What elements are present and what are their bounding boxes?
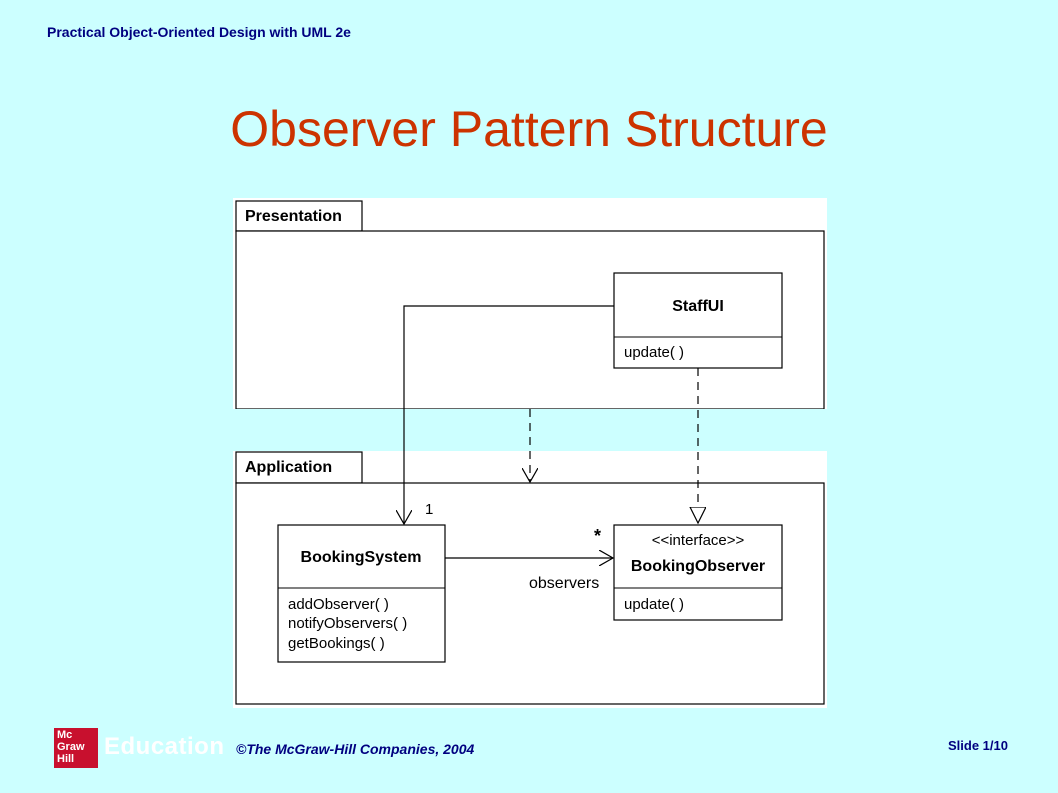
class-operation: update( ) [624,596,684,613]
class-stereotype: <<interface>> [652,532,745,549]
mcgraw-hill-logo: Mc Graw Hill [54,728,98,768]
class-box [613,272,783,369]
role-label: observers [529,575,599,592]
slide-number: Slide 1/10 [948,738,1008,753]
package-tab [235,451,363,484]
class-name: BookingSystem [301,549,422,566]
class-box [277,524,446,663]
uml-class-diagram: Presentation Application StaffUI update(… [233,198,827,708]
class-staffui: StaffUI update( ) [613,272,783,369]
logo-line: Mc [57,729,73,741]
class-operation: update( ) [624,344,684,361]
multiplicity-label: 1 [425,501,433,518]
class-operation: notifyObservers( ) [288,615,407,632]
class-operation: getBookings( ) [288,635,385,652]
logo-line: Graw [57,741,85,753]
multiplicity-label: * [594,526,601,546]
education-wordmark: Education [104,733,225,760]
class-name: BookingObserver [631,558,765,575]
course-title: Practical Object-Oriented Design with UM… [47,24,351,40]
class-bookingsystem: BookingSystem addObserver( ) notifyObser… [277,524,446,663]
slide-title: Observer Pattern Structure [230,101,828,157]
package-label: Presentation [245,208,342,225]
logo-line: Hill [57,753,75,765]
package-label: Application [245,459,332,476]
class-bookingobserver: <<interface>> BookingObserver update( ) [613,524,783,621]
class-box [613,524,783,621]
class-operation: addObserver( ) [288,596,389,613]
package-tab [235,200,363,232]
class-name: StaffUI [672,298,724,315]
association-staffui-bookingsystem [404,305,614,524]
copyright-notice: ©The McGraw-Hill Companies, 2004 [236,741,475,757]
